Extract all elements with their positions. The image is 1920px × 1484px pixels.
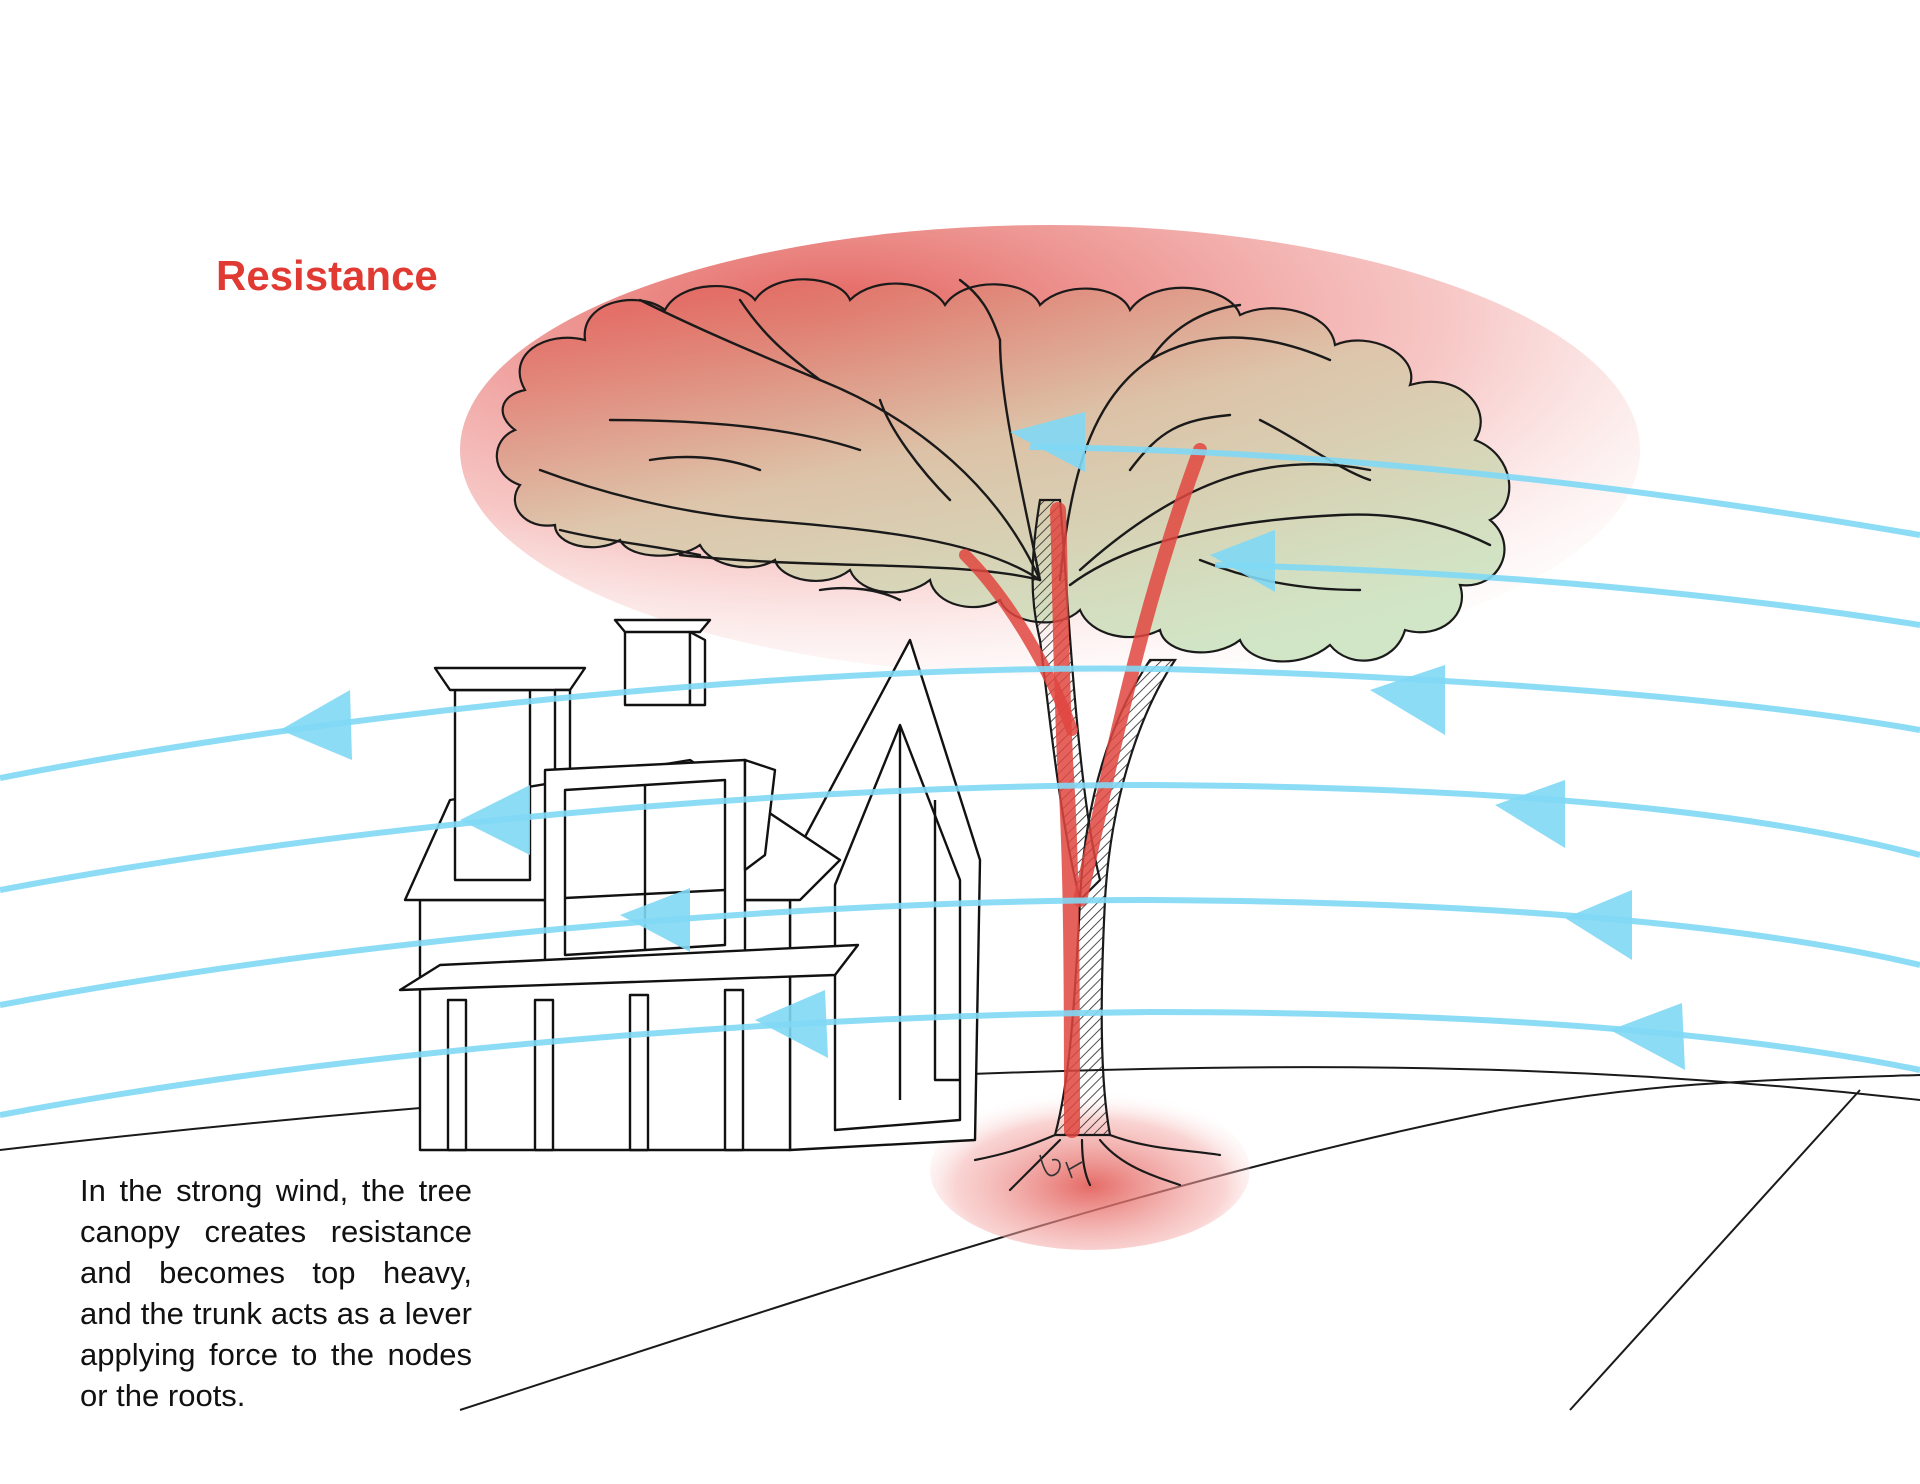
wind-arrow-icon (1010, 412, 1085, 472)
wind-line-1 (1010, 412, 1920, 538)
wind-arrow-icon (280, 690, 352, 760)
wind-flow (0, 412, 1920, 1118)
ground-lines (0, 1066, 1920, 1411)
wind-arrow-icon (1370, 665, 1445, 735)
wind-line-4 (0, 780, 1920, 893)
wind-line-2 (1210, 530, 1920, 628)
diagram-title: Resistance (216, 252, 438, 299)
wind-arrow-icon (1495, 780, 1565, 848)
wind-line-6 (0, 990, 1920, 1118)
diagram-caption: In the strong wind, the tree canopy crea… (80, 1173, 472, 1413)
house (398, 618, 982, 1152)
wind-arrow-icon (1565, 890, 1632, 960)
trunk-force-lines (959, 443, 1207, 1138)
wind-line-5 (0, 888, 1920, 1008)
wind-arrow-icon (1610, 1003, 1685, 1070)
signature-icon (1039, 1154, 1083, 1179)
wind-line-3 (0, 665, 1920, 781)
wind-arrow-icon (1210, 530, 1275, 592)
wind-arrow-icon (460, 785, 530, 855)
root-resistance-halo (930, 1090, 1250, 1250)
wind-arrow-icon (620, 888, 690, 952)
wind-arrow-icon (755, 990, 828, 1058)
